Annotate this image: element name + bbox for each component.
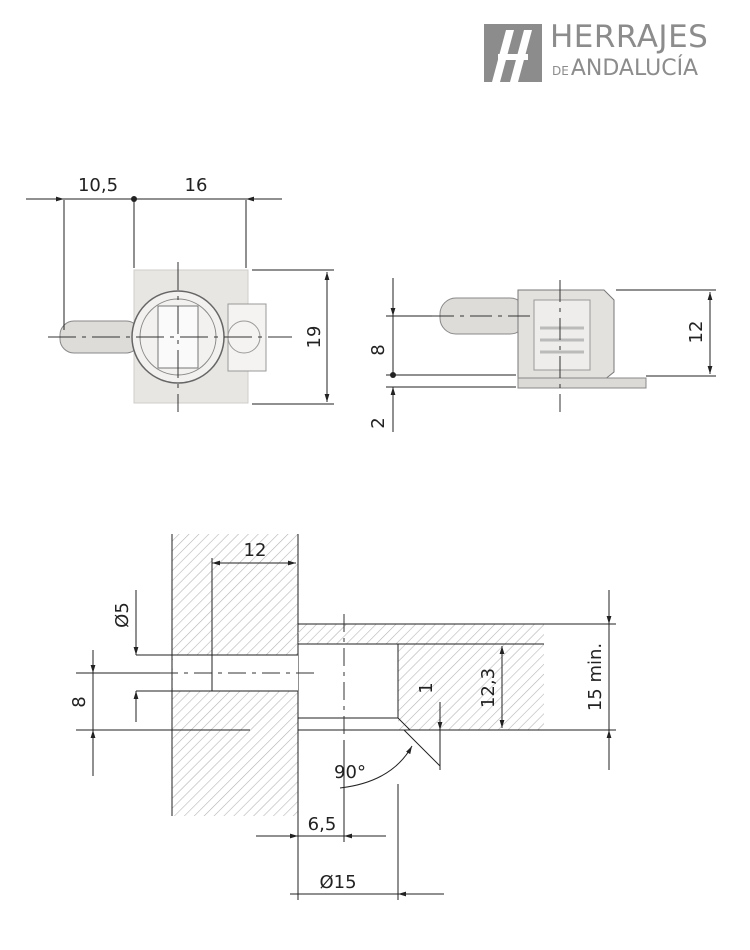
logo-line-2: DEANDALUCÍA bbox=[552, 58, 698, 80]
section-dim-bore-depth-label: 12,3 bbox=[478, 668, 499, 708]
brand-logo: HERRAJES DEANDALUCÍA bbox=[484, 19, 724, 86]
top-view-dim-left-label: 10,5 bbox=[78, 175, 118, 196]
section-angle-label: 90° bbox=[334, 762, 366, 783]
section-dim-bore-dia-label: Ø15 bbox=[319, 872, 356, 893]
section-angle-leg bbox=[403, 729, 441, 767]
logo-line-2-main: ANDALUCÍA bbox=[570, 56, 699, 81]
section-view: 12 Ø5 8 12,3 1 15 min. 90° bbox=[69, 534, 616, 900]
side-view-dim-offset-label: 8 bbox=[368, 344, 389, 355]
section-dim-step-label: 1 bbox=[416, 682, 437, 693]
top-view-dim-height-label: 19 bbox=[304, 326, 325, 349]
side-view-inner bbox=[533, 299, 591, 371]
top-view-dim-width-label: 16 bbox=[185, 175, 208, 196]
section-right-panel-body bbox=[398, 644, 544, 730]
section-dim-panel-label: 15 min. bbox=[585, 643, 606, 711]
side-view-dim-base-label: 2 bbox=[368, 417, 389, 428]
section-angle-arc bbox=[339, 745, 413, 789]
top-view-dim-dot bbox=[131, 196, 137, 202]
section-bore-chamfer bbox=[397, 717, 411, 731]
section-dim-offset-label: 8 bbox=[69, 696, 90, 707]
section-dim-depth-label: 12 bbox=[244, 540, 267, 561]
side-view: 8 2 12 bbox=[368, 278, 716, 432]
logo-line-1: HERRAJES bbox=[550, 19, 709, 55]
top-view: 10,5 16 19 bbox=[26, 175, 334, 412]
section-dim-edge-label: 6,5 bbox=[308, 814, 337, 835]
logo-mark-icon bbox=[484, 24, 542, 82]
side-view-dim-height-label: 12 bbox=[686, 321, 707, 344]
side-view-base-plate bbox=[517, 377, 647, 389]
logo-line-2-prefix: DE bbox=[552, 64, 569, 78]
section-right-panel-top bbox=[298, 624, 544, 644]
side-view-dim-dot bbox=[390, 372, 396, 378]
section-dim-dowel-dia-label: Ø5 bbox=[112, 602, 133, 628]
